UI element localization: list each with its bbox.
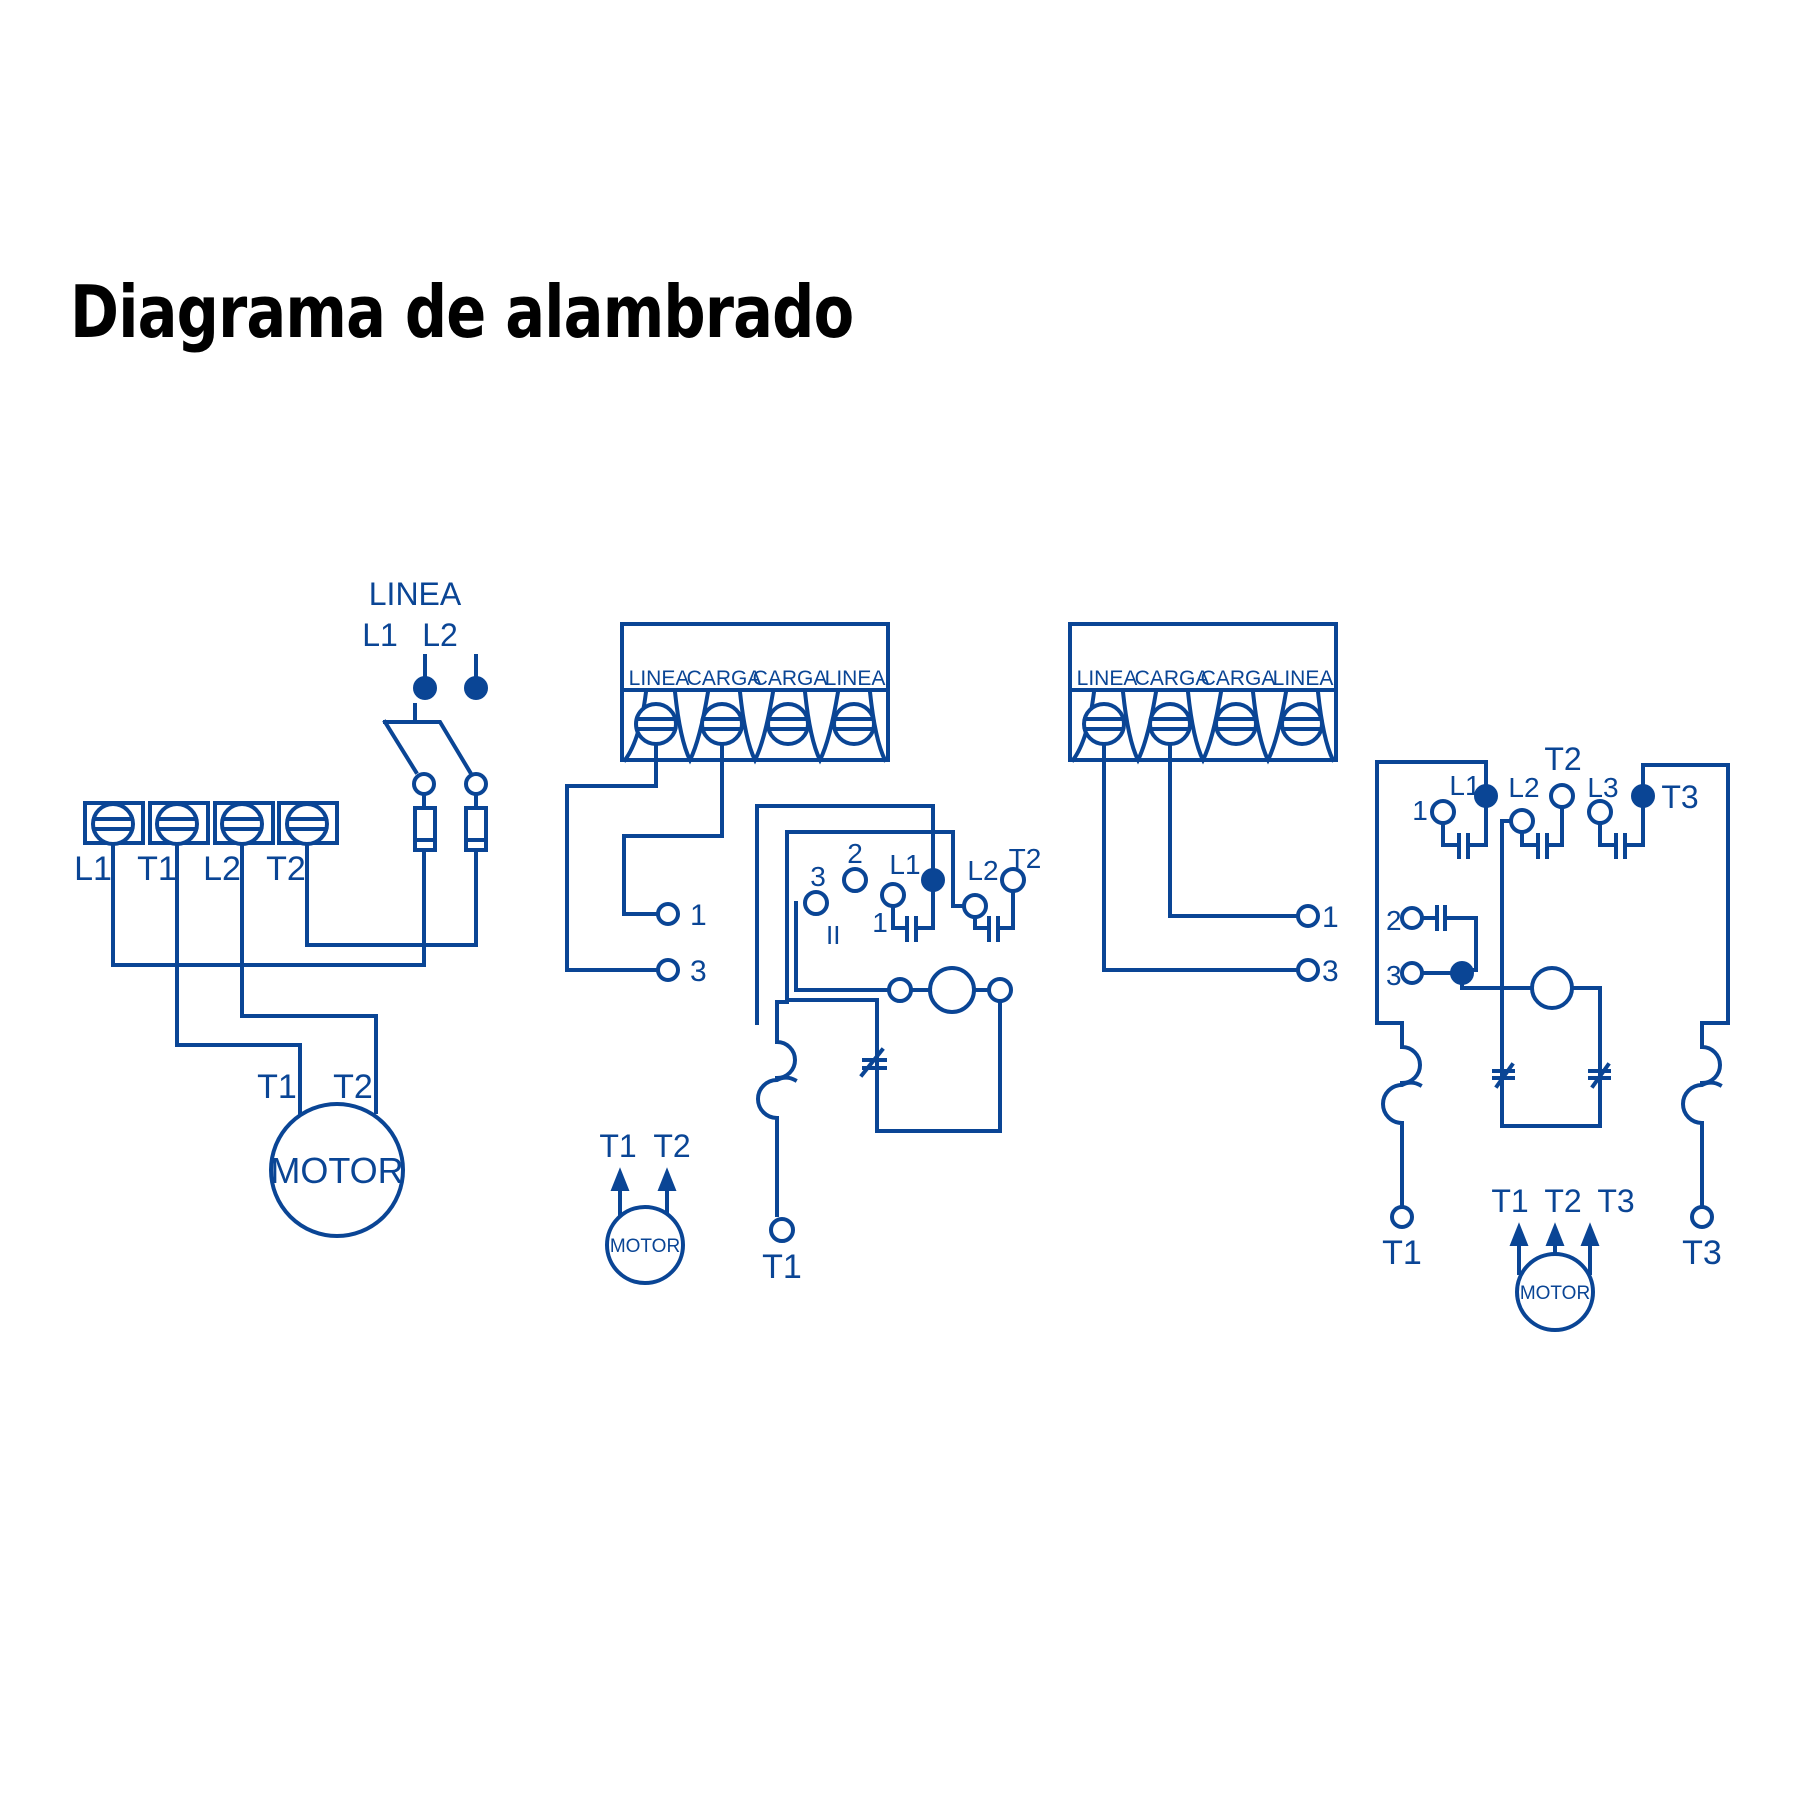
motor3-icon <box>1515 1252 1595 1332</box>
diagram-2-two-pole: LINEA CARGA CARGA LINEA 1 3 3 II 2 L1 1 … <box>565 622 1041 1286</box>
motor3-lead-t2-label: T2 <box>1544 1183 1581 1219</box>
block-label-carga-2: CARGA <box>753 667 828 690</box>
diagram-1-single-phase: LINEA L1 L2 L1 T1 L2 T2 <box>74 576 488 1238</box>
c3-t2-label: T2 <box>1544 741 1581 777</box>
terminal-l1-label: L1 <box>74 850 112 888</box>
block-label-linea-1: LINEA <box>629 667 690 690</box>
heater-t1-icon <box>1381 1021 1423 1209</box>
contact-2-label: 2 <box>847 838 863 869</box>
block3-label-linea-2: LINEA <box>1273 667 1334 690</box>
c3-3-label: 3 <box>1386 960 1402 991</box>
c3-l3-label: L3 <box>1587 772 1618 803</box>
fuse-icon <box>464 806 488 852</box>
motor3-lead-t3-label: T3 <box>1597 1183 1634 1219</box>
heater-t3-icon <box>1681 1021 1723 1209</box>
motor-lead-t1-label: T1 <box>257 1068 297 1106</box>
terminal-l2-label: L2 <box>203 850 241 888</box>
line-l1-terminal-icon <box>413 676 437 700</box>
contact-l2-label: L2 <box>967 855 998 886</box>
switch3-terminal-3-label: 3 <box>1322 955 1339 988</box>
terminal-t1-label: T1 <box>137 850 177 888</box>
line-l2-label: L2 <box>422 617 458 653</box>
output3-t3-label: T3 <box>1682 1234 1722 1272</box>
fuse-icon <box>413 806 437 852</box>
block-label-linea-2: LINEA <box>825 667 886 690</box>
block-label-carga-1: CARGA <box>687 667 762 690</box>
switch-terminal-3-label: 3 <box>690 955 707 988</box>
c3-t3-label: T3 <box>1661 779 1698 815</box>
coil-icon <box>928 966 976 1014</box>
contact-3-label: 3 <box>810 861 826 892</box>
motor-icon <box>269 1102 405 1238</box>
contact-1-label: 1 <box>872 907 888 938</box>
linea-header: LINEA <box>369 576 462 612</box>
l1-junction-icon <box>921 868 945 892</box>
c3-l2-label: L2 <box>1508 772 1539 803</box>
pole-label: II <box>826 920 840 950</box>
motor2-lead-t2-label: T2 <box>653 1128 690 1164</box>
motor-label: MOTOR <box>270 1150 403 1191</box>
terminal-t2-label: T2 <box>266 850 306 888</box>
coil3-icon <box>1530 966 1574 1010</box>
output-t1-label: T1 <box>762 1248 802 1286</box>
motor2-label: MOTOR <box>610 1236 680 1257</box>
motor2-lead-t1-label: T1 <box>599 1128 636 1164</box>
motor3-label: MOTOR <box>1520 1283 1590 1304</box>
output3-t1-label: T1 <box>1382 1234 1422 1272</box>
line-l1-label: L1 <box>362 617 398 653</box>
diagram-3-three-phase: LINEA CARGA CARGA LINEA 1 3 L1 1 L2 T2 L… <box>1068 622 1730 1332</box>
block3-label-carga-1: CARGA <box>1135 667 1210 690</box>
c3-2-label: 2 <box>1386 905 1402 936</box>
motor-lead-t2-label: T2 <box>333 1068 373 1106</box>
motor2-icon <box>605 1205 685 1285</box>
page-title: Diagrama de alambrado <box>70 270 854 354</box>
block3-label-carga-2: CARGA <box>1201 667 1276 690</box>
c3-1-label: 1 <box>1412 795 1428 826</box>
motor3-lead-t1-label: T1 <box>1491 1183 1528 1219</box>
overload-heater-icon <box>756 1021 798 1217</box>
contact-l1-label: L1 <box>889 849 920 880</box>
block3-label-linea-1: LINEA <box>1077 667 1138 690</box>
line-l2-terminal-icon <box>464 676 488 700</box>
switch3-terminal-1-label: 1 <box>1322 901 1339 934</box>
switch-terminal-1-label: 1 <box>690 899 707 932</box>
